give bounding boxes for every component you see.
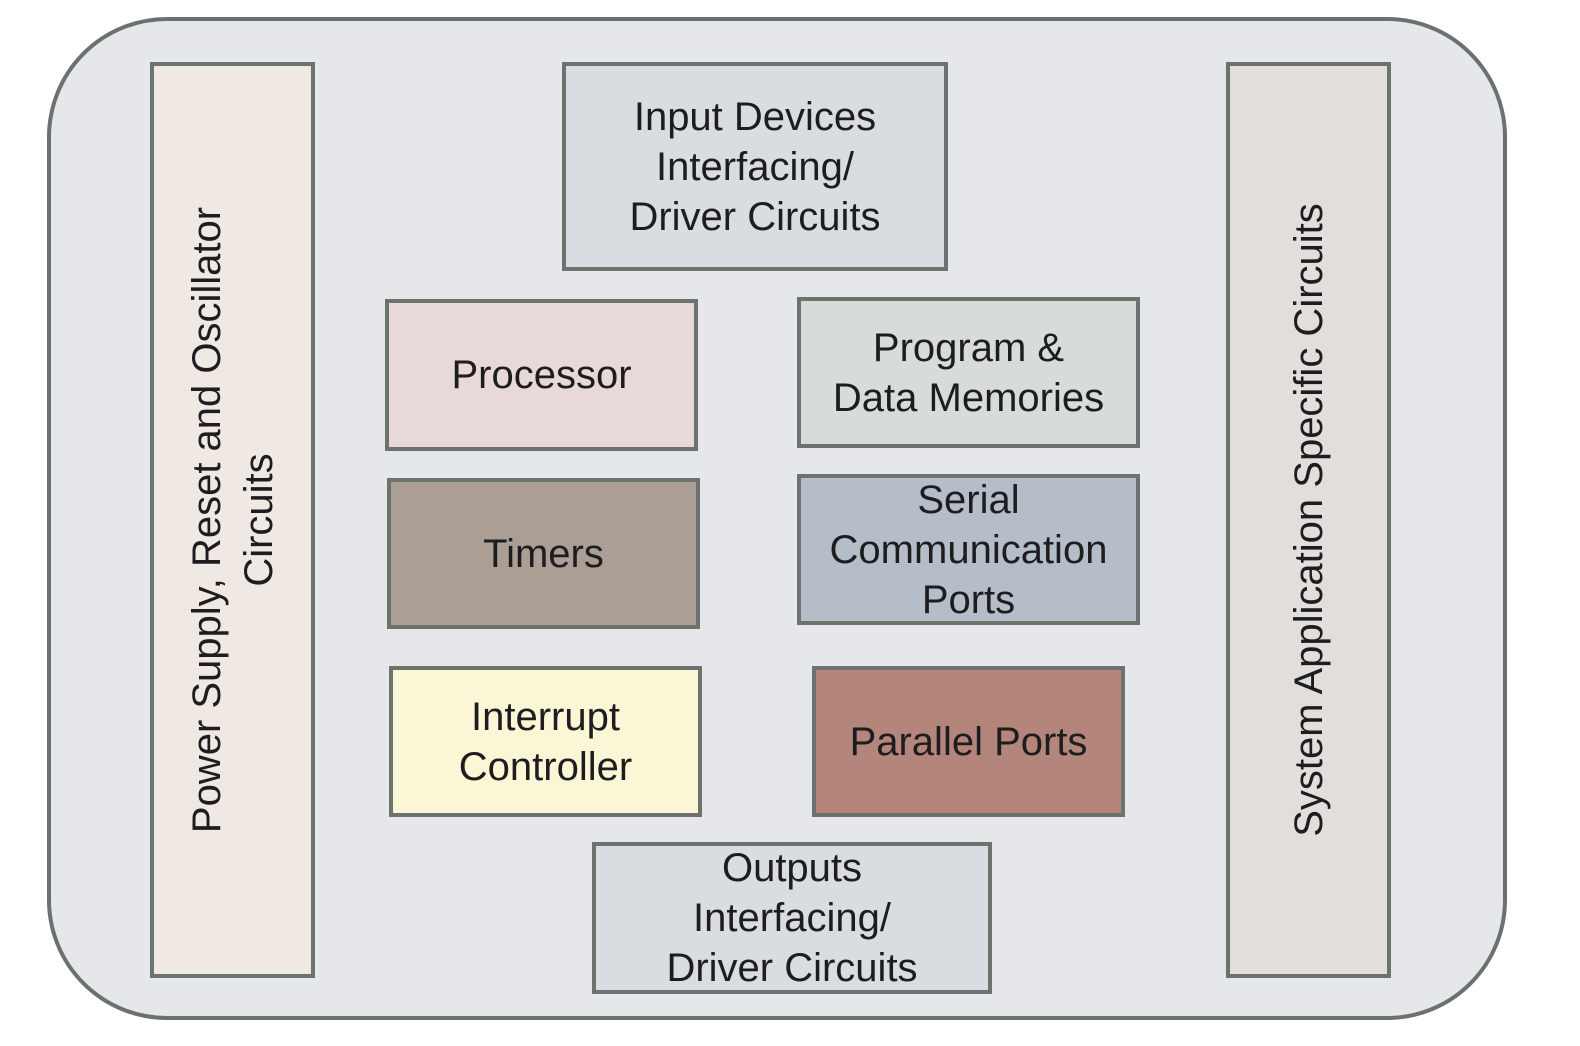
serial-ports-label: Serial Communication Ports	[829, 477, 1108, 622]
processor-label: Processor	[451, 353, 632, 397]
outputs-label: Outputs Interfacing/ Driver Circuits	[666, 846, 918, 990]
application-specific-label: System Application Specific Circuits	[1286, 203, 1331, 837]
parallel-ports-block: Parallel Ports	[812, 666, 1125, 817]
input-devices-label: Input Devices Interfacing/ Driver Circui…	[629, 94, 881, 239]
timers-block: Timers	[387, 478, 700, 629]
memories-block: Program & Data Memories	[797, 297, 1140, 448]
timers-label: Timers	[483, 531, 604, 576]
power-reset-oscillator-label: Power Supply, Reset and Oscillator Circu…	[184, 206, 281, 834]
parallel-ports-label: Parallel Ports	[849, 719, 1088, 764]
memories-label: Program & Data Memories	[832, 325, 1105, 420]
application-specific-block: System Application Specific Circuits	[1226, 62, 1391, 978]
processor-block: Processor	[385, 299, 698, 451]
interrupt-controller-label: Interrupt Controller	[458, 694, 633, 789]
power-reset-oscillator-block: Power Supply, Reset and Oscillator Circu…	[150, 62, 315, 978]
input-devices-block: Input Devices Interfacing/ Driver Circui…	[562, 62, 948, 271]
serial-ports-block: Serial Communication Ports	[797, 474, 1140, 625]
interrupt-controller-block: Interrupt Controller	[389, 666, 702, 817]
outputs-block: Outputs Interfacing/ Driver Circuits	[592, 842, 992, 994]
